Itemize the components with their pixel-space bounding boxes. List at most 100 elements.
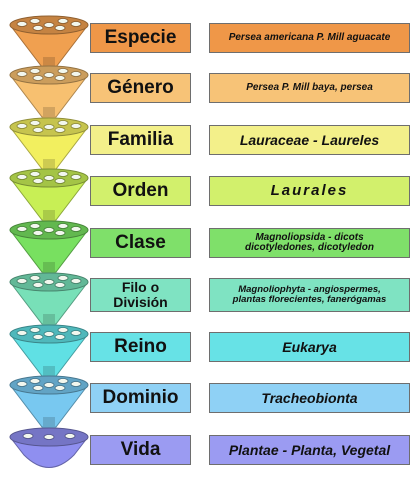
taxon-name-box: Tracheobionta [209,383,410,413]
funnel-seed [29,223,41,229]
funnel-icon [9,65,89,121]
funnel-seed [32,127,44,133]
funnel-seed [16,330,28,336]
taxon-name: Persea P. Mill baya, persea [246,81,373,93]
funnel-seed [29,68,41,74]
funnel-seed [43,22,55,28]
funnel-seed [57,327,69,333]
funnel-seed [43,382,55,388]
taxon-name-box: Magnoliopsida - dicots dicotyledones, di… [209,228,410,258]
level-vida: Vida Plantae - Planta, Vegetal [0,425,416,475]
rank-label: Dominio [102,387,179,409]
taxon-name-box: Eukarya [209,332,410,362]
rank-box: Reino [90,332,191,362]
funnel-seed [43,227,55,233]
funnel-seed [54,25,66,31]
funnel-seed [43,279,55,285]
level-familia: Familia Lauraceae - Laureles [0,115,416,173]
funnel-seed [43,175,55,181]
funnel-icon [9,220,89,276]
rank-box: Especie [90,23,191,53]
funnel-seed [32,282,44,288]
funnel-stem [43,107,55,121]
funnel-seed [29,378,41,384]
funnel-seed [29,327,41,333]
funnel-icon [9,375,89,431]
funnel-icon [9,272,89,328]
funnel-seed [43,434,55,440]
funnel-stem [43,210,55,224]
funnel-seed [70,21,82,27]
funnel-seed [70,381,82,387]
funnel-seed [32,25,44,31]
funnel-seed [57,68,69,74]
funnel-seed [16,174,28,180]
funnel-seed [70,174,82,180]
funnel-stem [43,262,55,276]
funnel-seed [43,124,55,130]
level-dominio: Dominio Tracheobionta [0,373,416,431]
funnel-seed [57,275,69,281]
funnel-seed [57,120,69,126]
rank-label: Filo o División [113,279,168,310]
taxon-name-box: Lauraceae - Laureles [209,125,410,155]
funnel-seed [54,282,66,288]
funnel-icon [9,168,89,224]
funnel-seed [57,378,69,384]
funnel-seed [16,21,28,27]
funnel-seed [16,123,28,129]
level-reino: Reino Eukarya [0,322,416,380]
funnel-seed [32,385,44,391]
funnel-stem [43,417,55,431]
level-orden: Orden Laurales [0,166,416,224]
rank-label: Familia [107,129,174,151]
funnel-seed [70,278,82,284]
funnel-seed [57,171,69,177]
taxon-name-box: Plantae - Planta, Vegetal [209,435,410,465]
funnel-seed [16,71,28,77]
rank-label: Clase [115,232,166,254]
funnel-seed [70,330,82,336]
rank-label: Vida [120,439,161,461]
funnel-icon [9,15,89,71]
taxon-name: Plantae - Planta, Vegetal [228,441,391,458]
rank-box: Vida [90,435,191,465]
taxon-name: Persea americana P. Mill aguacate [228,31,391,43]
funnel-seed [54,334,66,340]
level-especie: Especie Persea americana P. Mill aguacat… [0,13,416,71]
taxon-name: Lauraceae - Laureles [239,131,380,148]
taxon-name: Laurales [270,182,349,200]
funnel-seed [32,334,44,340]
funnel-icon [9,324,89,380]
rank-box: Orden [90,176,191,206]
funnel-seed [16,381,28,387]
funnel-seed [54,230,66,236]
funnel-seed [29,120,41,126]
rank-label: Reino [114,336,167,358]
taxon-name-box: Persea americana P. Mill aguacate [209,23,410,53]
funnel-seed [29,275,41,281]
funnel-icon [9,427,89,468]
funnel-seed [32,75,44,81]
taxon-name: Magnoliopsida - dicots dicotyledones, di… [245,231,374,253]
level-genero: Género Persea P. Mill baya, persea [0,63,416,121]
taxon-name-box: Laurales [209,176,410,206]
funnel-seed [54,178,66,184]
taxon-name-box: Magnoliophyta - angiospermes, plantas fl… [209,278,410,312]
rank-box: Género [90,73,191,103]
taxon-name-box: Persea P. Mill baya, persea [209,73,410,103]
funnel-seed [29,171,41,177]
taxon-name: Eukarya [282,338,337,355]
level-filo-division: Filo o División Magnoliophyta - angiospe… [0,270,416,328]
funnel-seed [29,18,41,24]
rank-box: Familia [90,125,191,155]
taxon-name: Magnoliophyta - angiospermes, plantas fl… [232,284,387,305]
funnel-seed [43,72,55,78]
funnel-seed [70,226,82,232]
funnel-seed [70,71,82,77]
taxon-name: Tracheobionta [261,389,358,406]
funnel-seed [57,18,69,24]
funnel-seed [32,178,44,184]
funnel-seed [57,223,69,229]
funnel-seed [64,433,76,439]
